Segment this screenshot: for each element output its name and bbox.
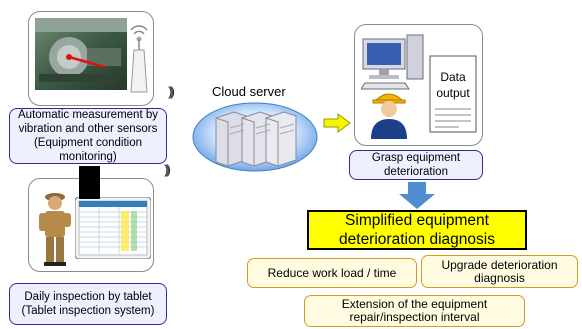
benefit-extend-interval: Extension of the equipment repair/inspec… [304, 295, 525, 327]
document-icon [429, 55, 477, 133]
diagnosis-headline: Simplified equipment deterioration diagn… [307, 210, 527, 250]
server-icon [215, 111, 297, 166]
data-output-label: Data output [436, 70, 470, 100]
sensor-caption: Automatic measurement by vibration and o… [9, 108, 167, 164]
redaction-bar [79, 166, 100, 199]
sensor-photo [35, 18, 127, 90]
signal-waves-icon: ))) [164, 162, 171, 177]
signal-waves-icon: ))) [168, 84, 175, 99]
wireless-sensor-icon [130, 25, 148, 93]
inspector-icon [39, 193, 71, 266]
arrow-right-icon [323, 113, 351, 133]
computer-icon [361, 34, 424, 90]
monitor-caption: Grasp equipment deterioration [349, 150, 483, 180]
arrow-down-icon [399, 182, 435, 209]
benefit-reduce-workload: Reduce work load / time [247, 258, 417, 288]
monitoring-panel: Data output [354, 24, 483, 146]
cloud-server-label: Cloud server [212, 84, 286, 99]
sensor-photo-panel [28, 11, 154, 106]
benefit-upgrade-diagnosis: Upgrade deterioration diagnosis [421, 255, 578, 288]
worker-icon [371, 93, 407, 139]
tablet-icon [75, 197, 151, 259]
tablet-caption: Daily inspection by tablet (Tablet inspe… [9, 283, 167, 325]
